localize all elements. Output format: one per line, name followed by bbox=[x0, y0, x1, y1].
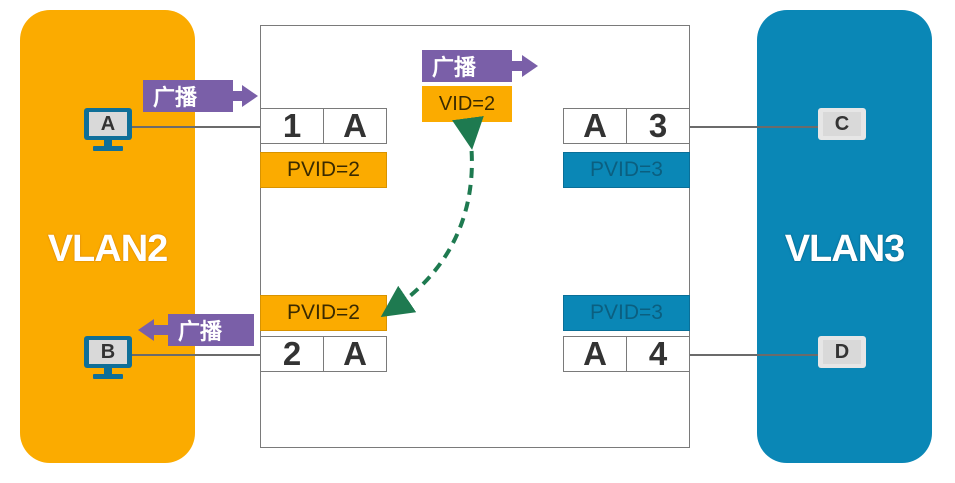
link-port4-d bbox=[690, 354, 820, 356]
broadcast-out-shaft bbox=[153, 325, 169, 335]
frame-vid-tag: VID=2 bbox=[422, 86, 512, 122]
link-a-port1 bbox=[132, 126, 262, 128]
host-b-label: B bbox=[89, 340, 127, 364]
forward-path-curve bbox=[380, 116, 484, 317]
frame-broadcast-tag: 广播 bbox=[422, 50, 512, 82]
vlan3-region: VLAN3 bbox=[757, 10, 932, 463]
host-c-computer-icon: C bbox=[818, 108, 866, 156]
port4-pvid: PVID=3 bbox=[563, 295, 690, 331]
host-b-computer-icon: B bbox=[84, 336, 132, 384]
link-b-port2 bbox=[132, 354, 262, 356]
port2-number: 2 bbox=[260, 335, 324, 372]
frame-arrow-shaft bbox=[511, 61, 523, 71]
frame-broadcast-label: 广播 bbox=[432, 55, 477, 80]
broadcast-out-label: 广播 bbox=[178, 319, 223, 344]
port3-mode: A bbox=[563, 107, 627, 144]
port4-mode: A bbox=[563, 335, 627, 372]
broadcast-in-shaft bbox=[232, 91, 242, 101]
port2-mode: A bbox=[323, 335, 387, 372]
port3-number: 3 bbox=[626, 107, 690, 144]
port3-pvid: PVID=3 bbox=[563, 152, 690, 188]
link-port3-c bbox=[690, 126, 820, 128]
host-d-label: D bbox=[823, 340, 861, 364]
port4-number: 4 bbox=[626, 335, 690, 372]
arrow-right-icon bbox=[242, 85, 258, 107]
vlan3-label: VLAN3 bbox=[784, 228, 906, 270]
host-a-computer-icon: A bbox=[84, 108, 132, 156]
host-a-label: A bbox=[89, 112, 127, 136]
host-c-label: C bbox=[823, 112, 861, 136]
port2-pvid: PVID=2 bbox=[260, 295, 387, 331]
broadcast-in-arrow: 广播 bbox=[143, 80, 233, 112]
host-d-computer-icon: D bbox=[818, 336, 866, 384]
broadcast-in-label: 广播 bbox=[153, 85, 198, 110]
arrow-left-icon bbox=[138, 319, 154, 341]
vlan2-label: VLAN2 bbox=[47, 228, 169, 270]
frame-arrow-right-icon bbox=[522, 55, 538, 77]
port1-pvid: PVID=2 bbox=[260, 152, 387, 188]
broadcast-out-arrow: 广播 bbox=[168, 314, 254, 346]
port1-number: 1 bbox=[260, 107, 324, 144]
port1-mode: A bbox=[323, 107, 387, 144]
